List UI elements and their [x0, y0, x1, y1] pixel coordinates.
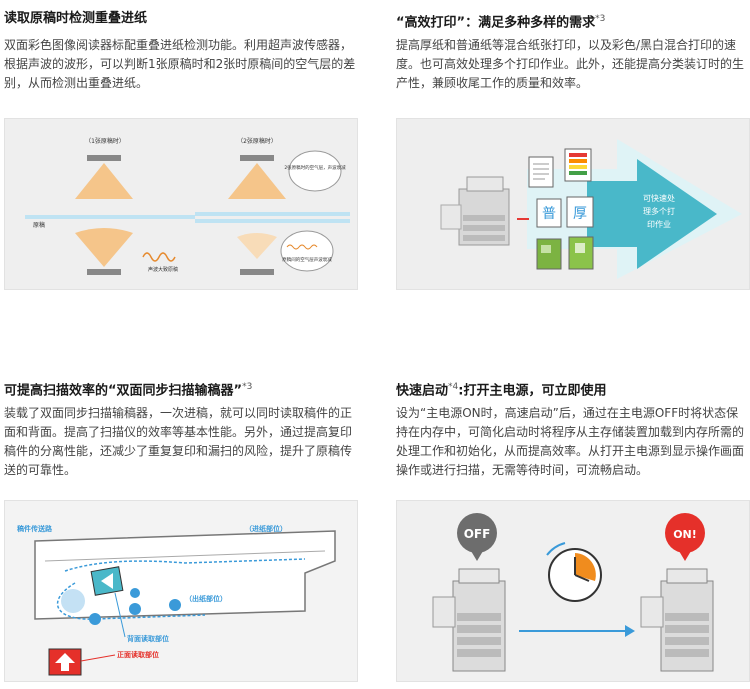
roller-1	[61, 589, 85, 613]
panel-double-feed-detection: 读取原稿时检测重叠进纸 双面彩色图像阅读器标配重叠进纸检测功能。利用超声波传感器…	[0, 0, 358, 290]
off-bubble: OFF	[457, 513, 497, 561]
roller-2	[89, 613, 101, 625]
wave-bubble	[280, 230, 334, 272]
sound-beam-bottom-left	[75, 228, 133, 267]
panel-title-text: 读取原稿时检测重叠进纸	[4, 11, 148, 26]
label-paper: 原稿	[33, 221, 45, 229]
startup-illustration: OFF ON!	[396, 500, 750, 682]
footnote-mark: *4	[448, 382, 459, 392]
sound-beam-top-left	[75, 163, 133, 199]
panel-body: 双面彩色图像阅读器标配重叠进纸检测功能。利用超声波传感器，根据声波的波形，可以判…	[4, 38, 356, 90]
panel-body: 设为“主电源ON时，高速启动”后，通过在主电源OFF时将状态保持在内存中，可简化…	[396, 406, 745, 477]
sensor-bottom-right	[240, 269, 274, 275]
panel-quick-startup: 快速启动*4:打开主电源，可立即使用 设为“主电源ON时，高速启动”后，通过在主…	[392, 368, 750, 682]
doc-map-icons	[536, 236, 594, 270]
sound-beam-bottom-right	[237, 233, 277, 259]
panel-title-text: 快速启动	[396, 383, 449, 399]
arrow-text-3: 印作业	[647, 219, 671, 229]
path-label: 稿件传送路	[17, 524, 53, 533]
duplex-illustration: 稿件传送路 （进纸部位） （出纸部位） 背面读取部位 正面读取部位	[4, 500, 358, 682]
off-label: OFF	[464, 527, 491, 541]
doc-thick-icon: 厚	[566, 196, 594, 228]
arrow-main	[587, 159, 717, 269]
transition-arrow-head	[625, 625, 635, 637]
doc-color-chart-icon	[564, 148, 592, 182]
wave-label-left: 声波大致原稿	[148, 266, 178, 273]
sensor-top-left	[87, 155, 121, 161]
sensor-bottom-left	[87, 269, 121, 275]
bubble	[288, 150, 342, 192]
label-two-sheets: （2张原稿时）	[237, 137, 277, 145]
panel-duplex-scanning: 可提高扫描效率的“双面同步扫描输稿器”*3 装载了双面同步扫描输稿器，一次进稿，…	[0, 368, 358, 682]
wave-label-right: 原稿间的空气层声波衰减	[282, 256, 332, 263]
wave-left	[142, 252, 176, 262]
exit-label: （出纸部位）	[185, 594, 227, 603]
panel-body: 提高厚纸和普通纸等混合纸张打印，以及彩色/黑白混合打印的速度。也可高效处理多个打…	[396, 38, 745, 90]
arrow-text-1: 可快速处	[643, 193, 675, 203]
duplex-feeder-diagram: 稿件传送路 （进纸部位） （出纸部位） 背面读取部位 正面读取部位	[17, 524, 336, 676]
front-leader	[80, 654, 116, 662]
footnote-mark: *3	[242, 382, 253, 392]
char-thick: 厚	[573, 206, 587, 222]
panel-title-text: “高效打印”：满足多种多样的需求	[396, 15, 596, 31]
on-bubble: ON!	[665, 513, 705, 561]
char-plain: 普	[542, 206, 556, 222]
roller-3	[129, 603, 141, 615]
double-feed-diagram: （1张原稿时） 原稿 声波大致原稿 （2张原稿时） 2张原稿时的空气层，声波衰减…	[25, 137, 350, 275]
printer-icon	[440, 176, 510, 246]
footnote-mark: *3	[595, 14, 606, 24]
panel-body: 装载了双面同步扫描输稿器，一次进稿，就可以同时读取稿件的正面和背面。提高了扫描仪…	[4, 406, 353, 477]
on-label: ON!	[673, 528, 697, 541]
bubble-label: 2张原稿时的空气层，声波衰减	[284, 164, 346, 171]
doc-text-icon	[528, 156, 554, 188]
wave-right	[286, 244, 318, 250]
sound-beam-top-right	[228, 163, 286, 199]
arrow-text-2: 理多个打	[643, 206, 675, 216]
label-one-sheet: （1张原稿时）	[85, 137, 125, 145]
panel-efficient-printing: “高效打印”：满足多种多样的需求*3 提高厚纸和普通纸等混合纸张打印，以及彩色/…	[392, 0, 750, 290]
feed-path-top	[64, 558, 306, 572]
back-label: 背面读取部位	[127, 634, 169, 643]
feed-label: （进纸部位）	[245, 524, 287, 533]
printing-illustration: 可快速处 理多个打 印作业	[396, 118, 750, 290]
double-feed-illustration: （1张原稿时） 原稿 声波大致原稿 （2张原稿时） 2张原稿时的空气层，声波衰减…	[4, 118, 358, 290]
front-label: 正面读取部位	[117, 650, 159, 659]
printer-off-icon	[432, 568, 506, 672]
front-scan-unit	[48, 648, 82, 676]
startup-diagram: OFF ON!	[432, 513, 714, 672]
doc-plain-icon: 普	[536, 198, 562, 228]
panel-title: 快速启动*4:打开主电源，可立即使用	[396, 378, 750, 399]
sensor-top-right	[240, 155, 274, 161]
panel-title: 读取原稿时检测重叠进纸	[4, 10, 358, 28]
panel-title: 可提高扫描效率的“双面同步扫描输稿器”*3	[4, 378, 358, 399]
back-scan-unit	[90, 566, 124, 596]
panel-title: “高效打印”：满足多种多样的需求*3	[396, 10, 750, 31]
printing-diagram: 可快速处 理多个打 印作业	[440, 139, 742, 279]
printer-on-icon	[640, 568, 714, 672]
panel-title-text: 可提高扫描效率的“双面同步扫描输稿器”	[4, 383, 243, 399]
back-leader	[114, 592, 126, 638]
roller-4	[169, 599, 181, 611]
clock-icon	[546, 542, 602, 602]
feeder-tray	[44, 550, 326, 562]
panel-title-tail: :打开主电源，可立即使用	[458, 383, 607, 399]
roller-5	[130, 588, 140, 598]
